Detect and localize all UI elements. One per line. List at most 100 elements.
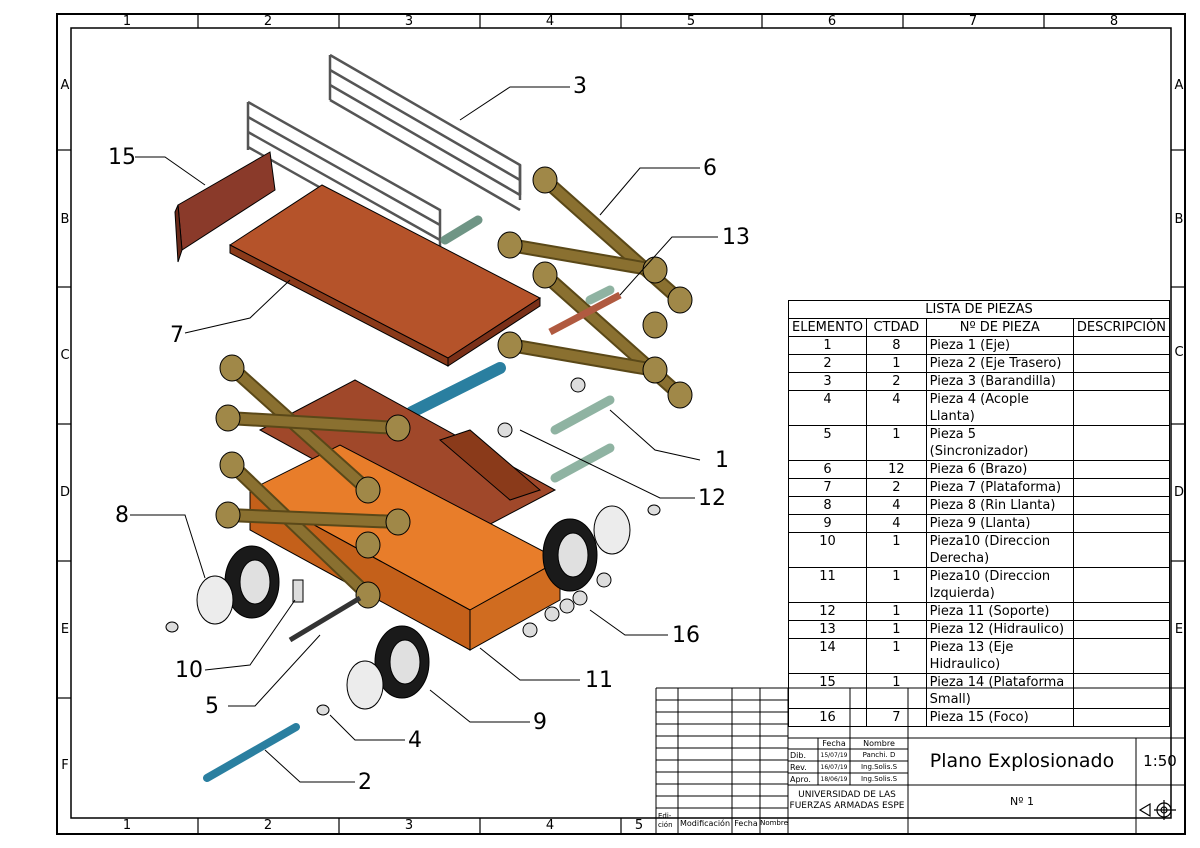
small-parts	[165, 377, 661, 716]
drawing-scale: 1:50	[1143, 752, 1177, 770]
zone-row-e-right: E	[1174, 622, 1184, 637]
cell-elemento: 4	[788, 390, 867, 426]
balloon-4: 4	[408, 728, 422, 753]
synchronizer	[288, 595, 362, 643]
cell-elemento: 14	[788, 638, 867, 674]
railings	[246, 53, 522, 257]
cell-elemento: 3	[788, 372, 867, 391]
rev-label: Rev.	[790, 763, 807, 772]
cell-elemento: 2	[788, 354, 867, 373]
zone-col-2: 2	[263, 14, 273, 29]
cell-ctdad: 1	[866, 638, 927, 674]
cell-elemento: 5	[788, 425, 867, 461]
cell-elemento: 11	[788, 567, 867, 603]
scissor-arms-right	[497, 166, 693, 409]
zone-row-f: F	[61, 758, 69, 773]
zone-row-d: D	[59, 485, 70, 500]
cell-descripcion	[1072, 567, 1171, 603]
cell-pieza: Pieza 2 (Eje Trasero)	[925, 354, 1074, 373]
fecha2-label: Fecha	[734, 819, 758, 828]
zone-row-b: B	[60, 212, 70, 227]
zone-row-d-right: D	[1173, 485, 1184, 500]
zone-row-a: A	[60, 78, 70, 93]
cell-descripcion	[1072, 532, 1171, 568]
cell-descripcion	[1072, 620, 1171, 639]
dib-label: Dib.	[790, 751, 807, 760]
zone-col-5-bottom: 5	[634, 818, 644, 833]
cell-descripcion	[1072, 673, 1171, 709]
cell-elemento: 1	[788, 336, 867, 355]
cell-elemento: 15	[788, 673, 867, 709]
parts-list-table: LISTA DE PIEZAS ELEMENTO CTDAD Nº DE PIE…	[788, 300, 1171, 727]
apro-name: Ing.Solis.S	[860, 775, 898, 783]
cell-ctdad: 2	[866, 478, 927, 497]
cell-elemento: 10	[788, 532, 867, 568]
projection-symbol-icon	[1138, 800, 1176, 820]
cell-pieza: Pieza 9 (Llanta)	[925, 514, 1074, 533]
modificacion-label: Modificación	[679, 819, 731, 828]
cell-elemento: 8	[788, 496, 867, 515]
zone-col-5: 5	[686, 14, 696, 29]
leader-lines	[130, 86, 718, 783]
zone-row-a-right: A	[1174, 78, 1184, 93]
balloon-6: 6	[703, 156, 717, 181]
balloon-9: 9	[533, 710, 547, 735]
apro-label: Apro.	[790, 775, 811, 784]
drawing-title: Plano Explosionado	[929, 750, 1115, 772]
cell-descripcion	[1072, 708, 1171, 727]
cell-descripcion	[1072, 425, 1171, 461]
balloon-11: 11	[585, 668, 613, 693]
exploded-assembly	[165, 53, 693, 782]
university-name: UNIVERSIDAD DE LAS FUERZAS ARMADAS ESPE	[789, 790, 905, 811]
cell-descripcion	[1072, 478, 1171, 497]
balloon-2: 2	[358, 770, 372, 795]
cell-ctdad: 4	[866, 496, 927, 515]
cell-elemento: 12	[788, 602, 867, 621]
cell-ctdad: 8	[866, 336, 927, 355]
scissor-arms-left	[215, 354, 411, 609]
cell-descripcion	[1072, 496, 1171, 515]
cell-pieza: Pieza 3 (Barandilla)	[925, 372, 1074, 391]
cell-pieza: Pieza 5 (Sincronizador)	[925, 425, 1074, 461]
zone-ticks	[57, 14, 1185, 834]
zone-col-4: 4	[545, 14, 555, 29]
zone-row-c: C	[60, 348, 70, 363]
fecha-label: Fecha	[822, 739, 846, 748]
balloon-3: 3	[573, 74, 587, 99]
zone-col-1: 1	[122, 14, 132, 29]
cell-descripcion	[1072, 354, 1171, 373]
cell-elemento: 7	[788, 478, 867, 497]
cell-ctdad: 1	[866, 567, 927, 603]
cell-ctdad: 4	[866, 514, 927, 533]
zone-col-7: 7	[968, 14, 978, 29]
nombre-label: Nombre	[863, 739, 895, 748]
cell-descripcion	[1072, 602, 1171, 621]
zone-col-8: 8	[1109, 14, 1119, 29]
zone-row-e: E	[60, 622, 70, 637]
zone-col-3: 3	[404, 14, 414, 29]
cell-elemento: 6	[788, 460, 867, 479]
rev-date: 16/07/19	[820, 764, 848, 771]
cell-pieza: Pieza 6 (Brazo)	[925, 460, 1074, 479]
edicion-label: Edi- ción	[658, 812, 673, 829]
nombre2-label: Nombre	[760, 819, 788, 827]
cell-ctdad: 4	[866, 390, 927, 426]
balloon-16: 16	[672, 623, 700, 648]
rev-name: Ing.Solis.S	[860, 763, 898, 771]
zone-col-6: 6	[827, 14, 837, 29]
zone-col-2-bottom: 2	[263, 818, 273, 833]
cell-ctdad: 1	[866, 673, 927, 709]
header-ctdad: CTDAD	[866, 318, 927, 337]
balloon-1: 1	[715, 448, 729, 473]
